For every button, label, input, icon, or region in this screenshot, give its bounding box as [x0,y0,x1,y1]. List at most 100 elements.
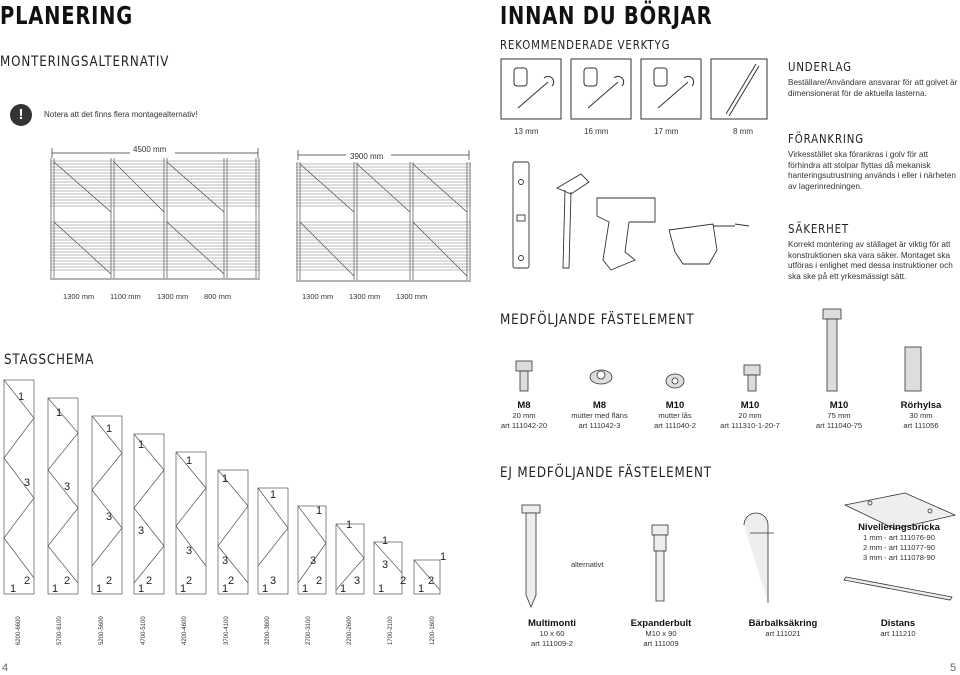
page-title-planering: PLANERING [0,1,134,30]
alt1-bay-1: 1300 mm [63,292,95,301]
svg-text:1: 1 [52,583,58,595]
svg-text:3: 3 [64,481,70,493]
excluded-fasteners-icons [521,492,957,609]
page-number-left: 4 [2,662,9,674]
svg-text:1: 1 [346,519,352,531]
frame-height-label: 2700-3100 [306,616,312,645]
forankring-text: Virkesstället ska förankras i golv för a… [788,150,956,191]
alt1-bay-3: 1300 mm [157,292,189,301]
page-title-innan-du-borjar: INNAN DU BÖRJAR [500,1,713,30]
page-number-right: 5 [950,662,957,674]
svg-text:1: 1 [418,583,424,595]
svg-text:1: 1 [180,583,186,595]
rack-alternative-1 [50,158,260,280]
section-title-medfoljande: MEDFÖLJANDE FÄSTELEMENT [500,312,695,328]
note-text: Notera att det finns flera montagealtern… [44,110,198,119]
alt2-bay-3: 1300 mm [396,292,428,301]
svg-text:1: 1 [316,505,322,517]
svg-text:2: 2 [400,575,406,587]
included-fasteners-icons [515,308,922,392]
warning-icon: ! [10,104,32,126]
svg-text:1: 1 [340,583,346,595]
svg-text:2: 2 [228,575,234,587]
frame-height-label: 4200-4600 [182,616,188,645]
svg-text:3: 3 [382,559,388,571]
sakerhet-text: Korrekt montering av ställaget är viktig… [788,240,953,281]
svg-text:3: 3 [138,525,144,537]
svg-text:2: 2 [186,575,192,587]
svg-text:2: 2 [106,575,112,587]
tool-label-13mm: 13 mm [514,127,539,136]
section-title-stagschema: STAGSCHEMA [4,352,95,368]
svg-text:1: 1 [138,439,144,451]
frame-height-label: 1700-2100 [388,616,394,645]
svg-text:1: 1 [106,423,112,435]
section-title-sakerhet: SÄKERHET [788,222,850,236]
frame-height-label: 1200-1600 [430,616,436,645]
frame-height-label: 5700-6100 [57,616,63,645]
alt2-bay-2: 1300 mm [349,292,381,301]
svg-text:3: 3 [186,545,192,557]
frame-height-label: 2200-2600 [347,616,353,645]
tool-label-8mm: 8 mm [733,127,753,136]
frame-height-label: 4700-5100 [141,616,147,645]
svg-text:3: 3 [106,511,112,523]
svg-text:1: 1 [440,551,446,563]
alt1-dimension-line [51,148,259,158]
svg-text:1: 1 [262,583,268,595]
svg-text:1: 1 [96,583,102,595]
svg-text:2: 2 [316,575,322,587]
underlag-text: Beställare/Användare ansvarar för att go… [788,78,958,98]
power-tools-illustration [512,161,750,271]
svg-text:2: 2 [24,575,30,587]
svg-text:2: 2 [428,575,434,587]
frame-height-label: 5200-5600 [99,616,105,645]
svg-text:3: 3 [222,555,228,567]
alt1-bay-2: 1100 mm [110,292,141,301]
section-title-underlag: UNDERLAG [788,60,852,74]
bracing-schedule-diagram: 1 1 1 1 1 1 1 1 1 1 1 3 3 3 3 3 3 3 3 3 3 2 2 2 2 2 2 2 2 2 1 1 1 1 1 1 1… [3,379,446,595]
svg-text:1: 1 [56,407,62,419]
svg-text:3: 3 [24,477,30,489]
svg-text:1: 1 [302,583,308,595]
svg-text:1: 1 [270,489,276,501]
svg-text:1: 1 [138,583,144,595]
svg-text:1: 1 [186,455,192,467]
alt1-bay-4: 800 mm [204,292,232,301]
alt2-dimension-line [297,150,470,160]
svg-text:1: 1 [382,535,388,547]
svg-text:1: 1 [18,391,24,403]
frame-height-label: 3200-3600 [265,616,271,645]
svg-text:3: 3 [354,575,360,587]
svg-text:1: 1 [378,583,384,595]
section-title-monteringsalternativ: MONTERINGSALTERNATIV [0,54,170,70]
alt2-width-label: 3900 mm [350,152,384,161]
section-title-ej-medfoljande: EJ MEDFÖLJANDE FÄSTELEMENT [500,465,712,481]
svg-text:1: 1 [222,583,228,595]
svg-text:3: 3 [310,555,316,567]
tool-label-17mm: 17 mm [654,127,679,136]
section-title-verktyg: REKOMMENDERADE VERKTYG [500,38,671,52]
section-title-forankring: FÖRANKRING [788,132,864,146]
svg-text:1: 1 [222,473,228,485]
rack-alternative-2 [296,162,471,282]
tool-label-16mm: 16 mm [584,127,609,136]
frame-height-label: 3700-4100 [224,616,230,645]
svg-text:2: 2 [146,575,152,587]
alt1-width-label: 4500 mm [133,145,167,154]
alt2-bay-1: 1300 mm [302,292,334,301]
svg-text:2: 2 [64,575,70,587]
alternativt-label: alternativt [571,560,604,569]
svg-text:3: 3 [270,575,276,587]
svg-text:1: 1 [10,583,16,595]
